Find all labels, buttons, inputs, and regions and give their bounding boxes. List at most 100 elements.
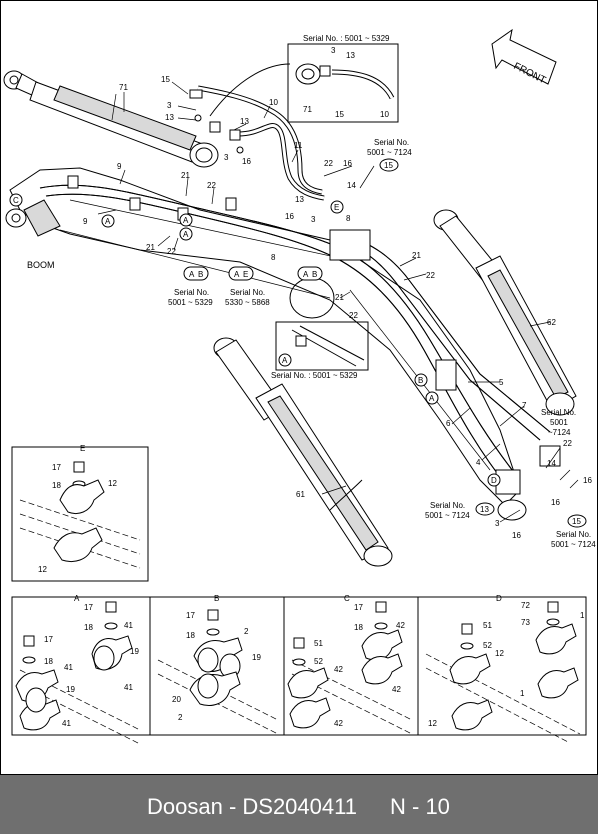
- detail-a-41: 41: [124, 621, 133, 630]
- arm-cylinder-62: [433, 209, 577, 416]
- serial-inset-top: Serial No. : 5001 ~ 5329 3 13 71 15 10: [209, 34, 399, 123]
- part-22e: 22: [349, 311, 358, 320]
- callout-ab2-a: A: [303, 270, 309, 279]
- detail-b: B 17 18 2 19 20 2: [157, 594, 279, 735]
- part-16c: 16: [285, 212, 294, 221]
- detail-a-17: 17: [84, 603, 93, 612]
- part-61: 61: [296, 490, 305, 499]
- detail-c: C 17 18 42 51 52 42 42 42: [287, 594, 413, 735]
- serial-top-label: Serial No. : 5001 ~ 5329: [303, 34, 390, 43]
- callout-ab-b: B: [198, 270, 203, 279]
- part-8b: 8: [271, 253, 276, 262]
- detail-a-41c: 41: [64, 663, 73, 672]
- serial-br-a: Serial No.: [556, 530, 591, 539]
- detail-a: A 17 18 41 19 41 17 18 41 19 41: [15, 594, 141, 745]
- leader-lines: [97, 81, 579, 523]
- detail-d-1b: 1: [520, 689, 525, 698]
- callout-ab-a: A: [189, 270, 195, 279]
- fittings-top: [189, 89, 244, 154]
- callout-d: D: [491, 476, 497, 485]
- callout-e: E: [334, 203, 339, 212]
- footer-page-number: N - 10: [390, 794, 450, 819]
- part-8: 8: [346, 214, 351, 223]
- detail-d-title: D: [496, 594, 502, 603]
- part-71: 71: [303, 105, 312, 114]
- front-arrow: FRONT: [491, 28, 557, 86]
- part-22f: 22: [563, 439, 572, 448]
- callout-15-br: 15: [572, 517, 581, 526]
- front-label: FRONT: [512, 61, 548, 86]
- detail-d-73: 73: [521, 618, 530, 627]
- detail-c-51: 51: [314, 639, 323, 648]
- detail-a-title: A: [74, 594, 80, 603]
- part-9b: 9: [83, 217, 88, 226]
- detail-b-2b: 2: [178, 713, 183, 722]
- detail-c-18: 18: [354, 623, 363, 632]
- serial-right-c: ~7124: [548, 428, 571, 437]
- detail-e-18: 18: [52, 481, 61, 490]
- serial-bl-b: 5001 ~ 7124: [425, 511, 470, 520]
- serial-7124-b: 5001 ~ 7124: [367, 148, 412, 157]
- detail-e-17: 17: [52, 463, 61, 472]
- detail-a-19b: 19: [66, 685, 75, 694]
- callout-a-mid: A: [282, 356, 288, 365]
- footer-brand: Doosan - DS2040411: [147, 794, 357, 819]
- detail-d-51: 51: [483, 621, 492, 630]
- boom-clamps: [67, 175, 561, 495]
- part-71-main: 71: [119, 83, 128, 92]
- detail-d-12: 12: [495, 649, 504, 658]
- serial-5868-b: 5330 ~ 5868: [225, 298, 270, 307]
- part-13d: 13: [295, 195, 304, 204]
- detail-strip: A 17 18 41 19 41 17 18 41 19 41: [11, 594, 587, 745]
- callout-ab2-b: B: [312, 270, 317, 279]
- detail-d-52: 52: [483, 641, 492, 650]
- part-22d: 22: [426, 271, 435, 280]
- detail-d: D 72 73 1 51 52 12 1 12: [425, 594, 585, 743]
- main-part-numbers: 71 15 3 13 10 13 3 16 11 22 16 14 13 16 …: [83, 75, 592, 540]
- serial-7124-a: Serial No.: [374, 138, 409, 147]
- detail-e-title: E: [80, 444, 85, 453]
- serial-right-a: Serial No.: [541, 408, 576, 417]
- callout-13: 13: [480, 505, 489, 514]
- part-21b: 21: [146, 243, 155, 252]
- serial-5329-b: 5001 ~ 5329: [168, 298, 213, 307]
- serial-br-b: 5001 ~ 7124: [551, 540, 596, 549]
- detail-e-12: 12: [108, 479, 117, 488]
- part-16f: 16: [512, 531, 521, 540]
- callout-a-boom: A: [105, 217, 111, 226]
- detail-d-72: 72: [521, 601, 530, 610]
- callout-markers: C A A A E A B A E A B A B A D 15 13 15: [9, 158, 587, 528]
- part-21d: 21: [335, 293, 344, 302]
- part-3c: 3: [224, 153, 229, 162]
- detail-a-19: 19: [130, 647, 139, 656]
- callout-b-right: B: [418, 376, 423, 385]
- callout-a-boom3: A: [183, 230, 189, 239]
- part-13c: 13: [240, 117, 249, 126]
- detail-a-18b: 18: [44, 657, 53, 666]
- part-21: 21: [181, 171, 190, 180]
- part-22c: 22: [167, 247, 176, 256]
- part-10-main: 10: [269, 98, 278, 107]
- detail-b-17: 17: [186, 611, 195, 620]
- detail-c-42d: 42: [334, 719, 343, 728]
- detail-b-18: 18: [186, 631, 195, 640]
- part-3d: 3: [311, 215, 316, 224]
- callout-c: C: [13, 196, 19, 205]
- detail-b-19: 19: [252, 653, 261, 662]
- part-3e: 3: [495, 519, 500, 528]
- detail-d-12b: 12: [428, 719, 437, 728]
- part-16: 16: [242, 157, 251, 166]
- part-22: 22: [324, 159, 333, 168]
- callout-ae-e: E: [243, 270, 248, 279]
- part-13-main: 13: [165, 113, 174, 122]
- part-15: 15: [335, 110, 344, 119]
- detail-c-42b: 42: [334, 665, 343, 674]
- part-13: 13: [346, 51, 355, 60]
- detail-e: E 17 18 12 12: [11, 444, 149, 582]
- part-10: 10: [380, 110, 389, 119]
- serial-bl-a: Serial No.: [430, 501, 465, 510]
- detail-b-2: 2: [244, 627, 249, 636]
- page-footer: Doosan - DS2040411 N - 10: [0, 775, 598, 834]
- part-14: 14: [347, 181, 356, 190]
- part-14b: 14: [547, 459, 556, 468]
